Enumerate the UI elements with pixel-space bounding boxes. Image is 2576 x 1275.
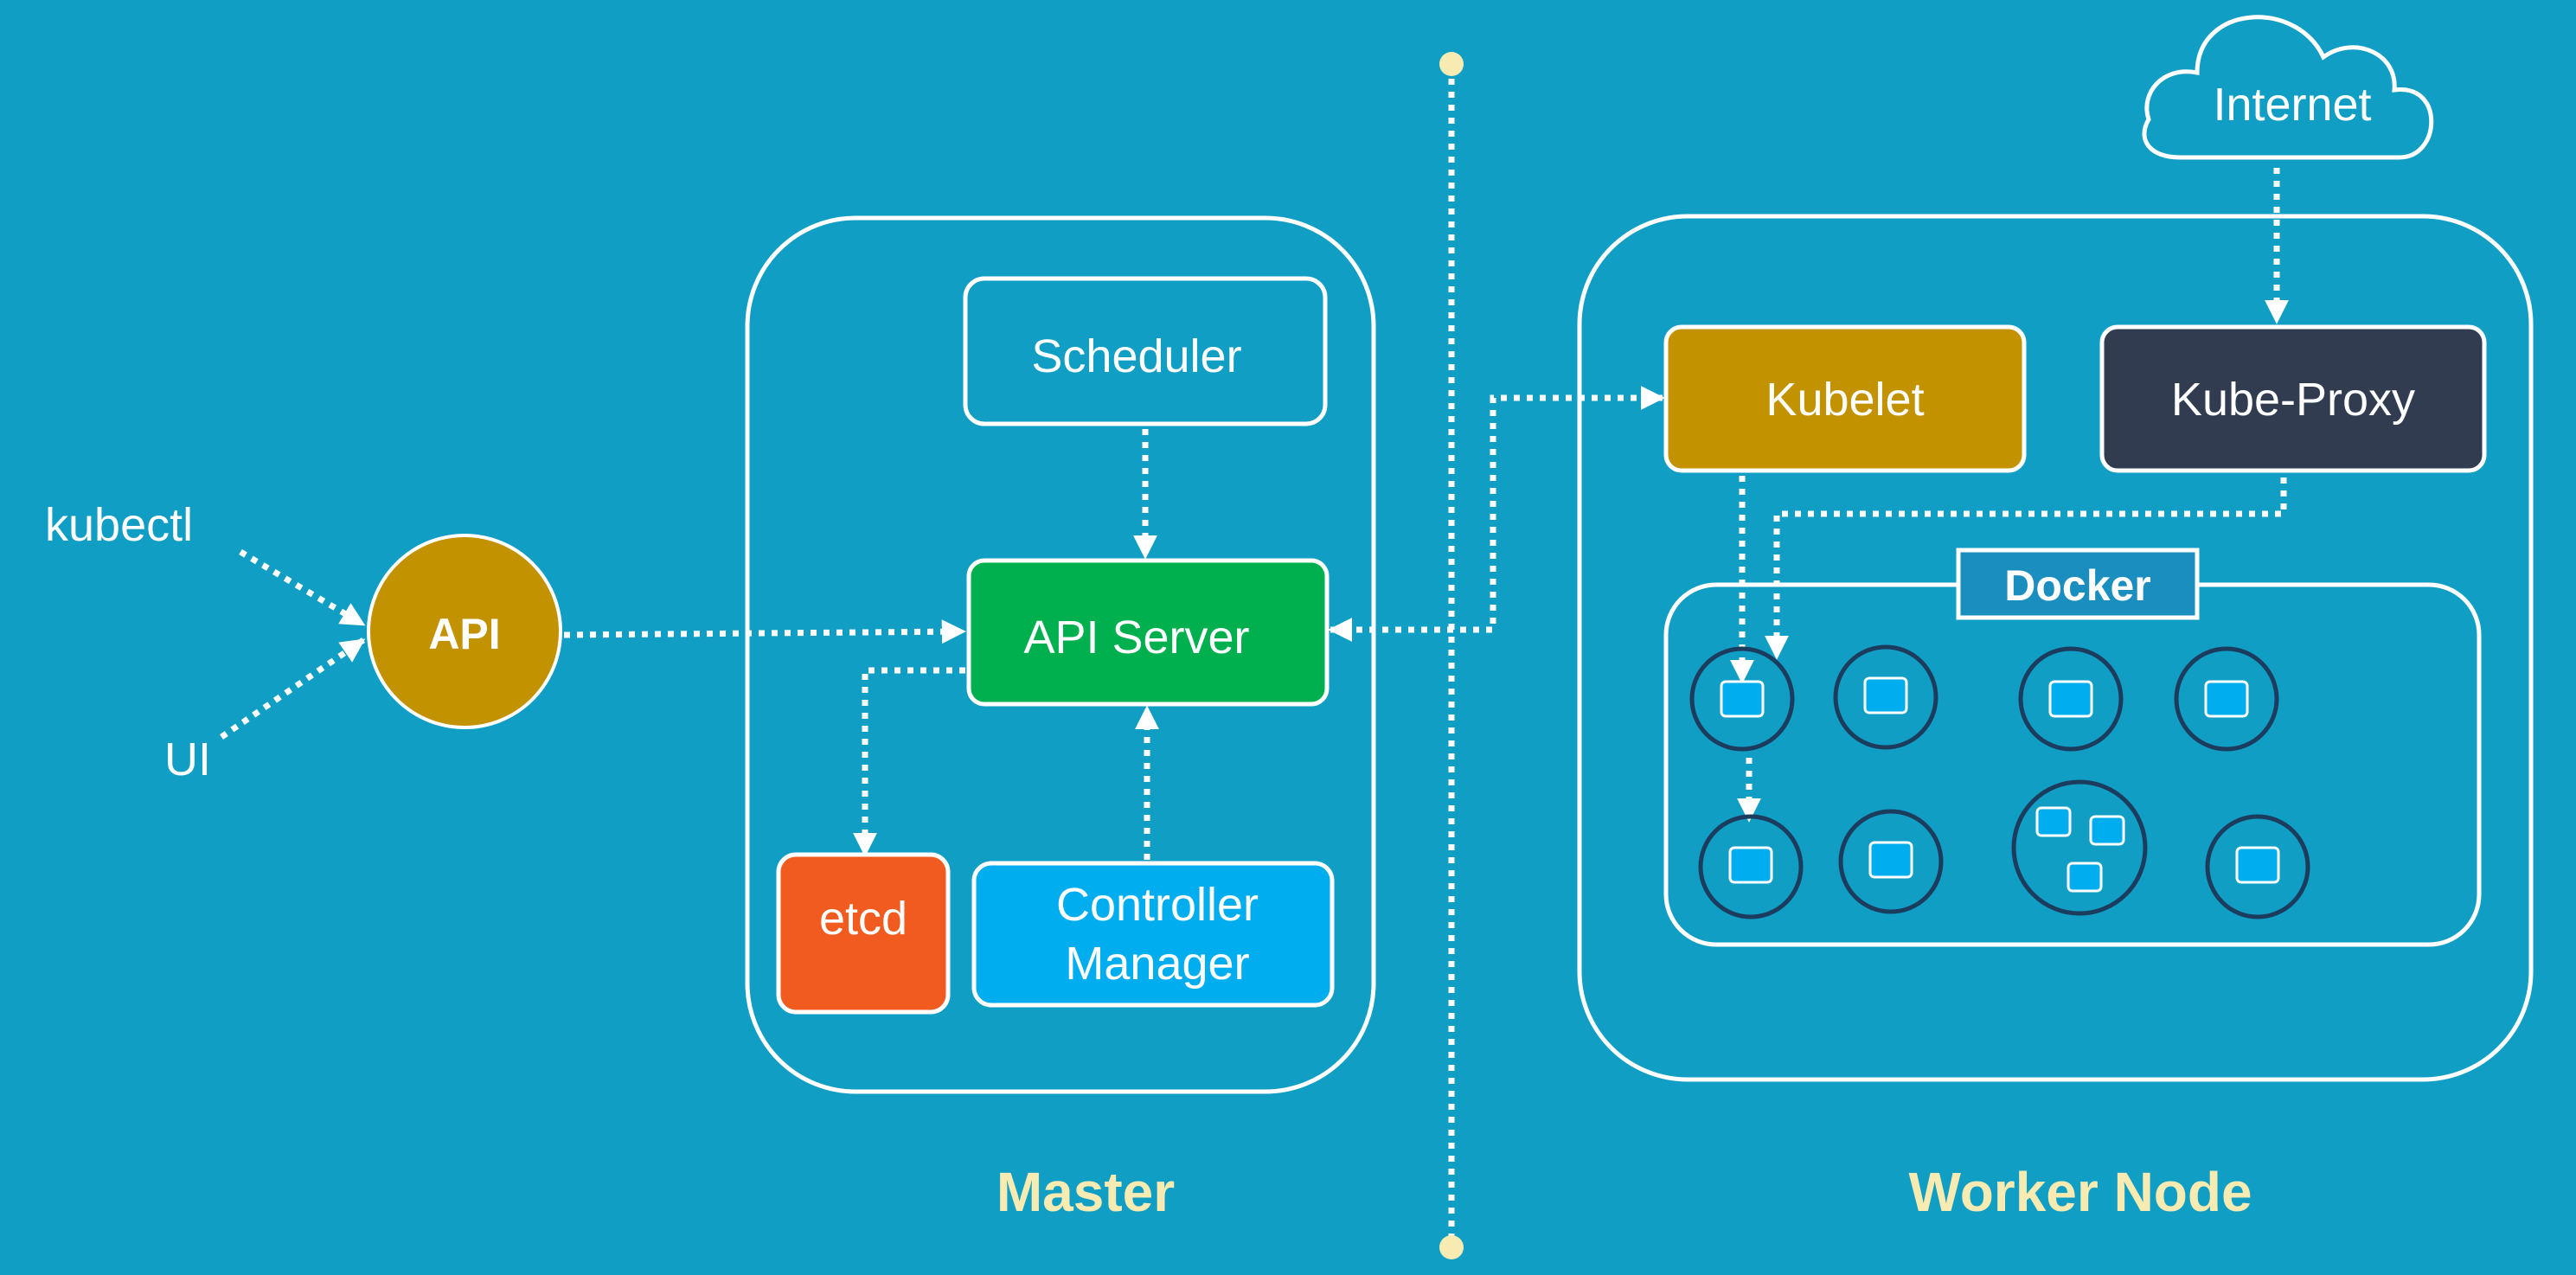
etcd-box: etcd xyxy=(776,852,951,1015)
pod xyxy=(1689,646,1795,752)
pod-ring xyxy=(2205,814,2310,919)
ui-to-api-arrow xyxy=(220,638,366,740)
internet-label: Internet xyxy=(2213,79,2371,131)
api-node: API xyxy=(367,534,562,729)
master-frame xyxy=(745,215,1376,1094)
api-server-label: API Server xyxy=(1023,612,1249,663)
etcd-label: etcd xyxy=(819,893,907,945)
container-icon xyxy=(1868,841,1913,879)
scheduler-rect xyxy=(963,276,1328,426)
scheduler-box: Scheduler xyxy=(963,276,1328,426)
pod xyxy=(2011,779,2148,916)
api-server-kubelet-link xyxy=(1328,386,1665,642)
pod-ring xyxy=(2018,646,2124,752)
container-icon xyxy=(2035,806,2072,837)
pod-ring xyxy=(1833,644,1938,750)
ui-label: UI xyxy=(164,734,211,785)
kubelet-box: Kubelet xyxy=(1663,324,2027,473)
pod xyxy=(2205,814,2310,919)
pod-ring xyxy=(1698,814,1804,919)
pod-group xyxy=(1689,644,2310,919)
api-server-to-etcd-arrow xyxy=(853,667,965,857)
pod xyxy=(2174,646,2279,752)
kube-proxy-rect xyxy=(2099,324,2487,473)
pod-ring xyxy=(1689,646,1795,752)
container-icon xyxy=(1720,680,1765,718)
api-server-rect xyxy=(966,558,1330,707)
container-icon xyxy=(1863,676,1908,714)
kube-proxy-box: Kube-Proxy xyxy=(2099,324,2487,473)
pod-ring xyxy=(2174,646,2279,752)
api-to-api-server-arrow xyxy=(563,619,966,644)
controller-manager-label-line2: Manager xyxy=(1065,938,1249,990)
kube-proxy-label: Kube-Proxy xyxy=(2171,374,2415,426)
master-section-label: Master xyxy=(996,1161,1175,1223)
pod xyxy=(1698,814,1804,919)
kubectl-to-api-arrow xyxy=(239,548,366,628)
kubelet-label: Kubelet xyxy=(1765,374,1924,426)
divider-top-dot xyxy=(1439,52,1464,76)
internet-cloud: Internet xyxy=(2142,15,2434,160)
pod xyxy=(1838,809,1944,914)
controller-manager-box: Controller Manager xyxy=(971,861,1335,1008)
worker-node-frame xyxy=(1577,214,2534,1082)
controller-manager-rect xyxy=(971,861,1335,1008)
worker-node-section-label: Worker Node xyxy=(1908,1161,2252,1223)
api-circle xyxy=(367,534,562,729)
cloud-shape xyxy=(2142,15,2434,160)
pod-ring xyxy=(1838,809,1944,914)
container-icon xyxy=(2204,680,2249,718)
api-server-box: API Server xyxy=(966,558,1330,707)
api-label: API xyxy=(428,610,500,658)
container-icon xyxy=(1728,846,1773,884)
docker-label-box: Docker xyxy=(1956,548,2200,620)
pod xyxy=(2018,646,2124,752)
container-icon xyxy=(2067,862,2103,893)
divider-bottom-dot xyxy=(1439,1235,1464,1259)
kubelet-rect xyxy=(1663,324,2027,473)
scheduler-label: Scheduler xyxy=(1031,330,1241,382)
docker-label: Docker xyxy=(2004,561,2151,610)
kubectl-label: kubectl xyxy=(45,499,193,551)
container-icon xyxy=(2089,815,2125,846)
etcd-rect xyxy=(776,852,951,1015)
pod-ring xyxy=(2011,779,2148,916)
docker-label-rect xyxy=(1956,548,2200,620)
kube-proxy-to-pod-arrow xyxy=(1765,477,2287,660)
container-icon xyxy=(2048,680,2093,718)
pod xyxy=(1833,644,1938,750)
controller-manager-label-line1: Controller xyxy=(1056,879,1259,931)
container-icon xyxy=(2235,846,2280,884)
